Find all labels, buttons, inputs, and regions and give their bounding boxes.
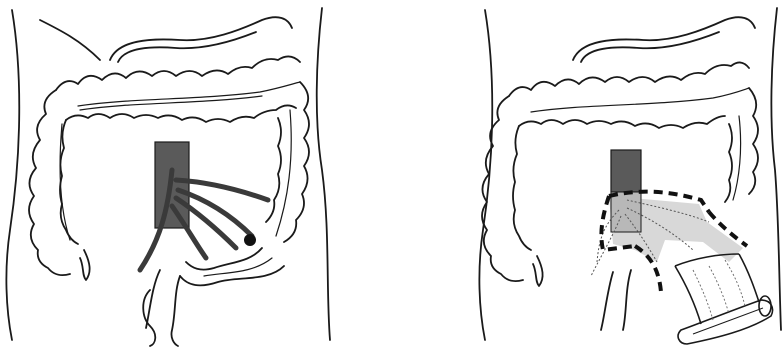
rectum-outline — [171, 276, 180, 346]
right-diagram-svg — [403, 0, 783, 347]
specimen-funnel-left — [675, 266, 701, 324]
specimen-vessel-2 — [709, 266, 729, 314]
transverse-colon-upper-r — [509, 62, 749, 96]
body-outline-right — [317, 8, 330, 340]
specimen-vessels — [693, 260, 745, 320]
stomach-inner-r — [581, 32, 719, 62]
liver-edge — [40, 20, 100, 60]
specimen-end-right — [759, 296, 771, 316]
stomach-contour — [110, 17, 292, 60]
appendix-r — [533, 256, 543, 286]
stomach-inner — [118, 32, 256, 62]
left-diagram-svg — [0, 0, 380, 347]
aorta-block-r — [611, 150, 641, 192]
body-outline-left — [6, 10, 19, 340]
small-bowel-loop — [143, 290, 155, 346]
body-outline-right-r — [771, 8, 781, 330]
descending-colon-outer-r — [749, 88, 758, 194]
appendix — [80, 250, 90, 280]
stomach-contour-r — [573, 17, 755, 60]
ascending-colon-outer — [29, 90, 70, 275]
aorta-block-r-lower — [611, 192, 641, 232]
descending-colon-inner-r — [725, 124, 732, 202]
vessel-ligation-dot — [244, 234, 256, 246]
descending-taenia-r — [733, 116, 741, 200]
transverse-colon-upper — [56, 56, 300, 90]
panel-right-colon-resection — [403, 0, 783, 347]
descending-colon-inner — [266, 118, 281, 222]
sigmoid-colon-inner — [186, 248, 262, 270]
body-outline-left-r — [479, 10, 492, 340]
rectum-outline-r — [623, 270, 631, 330]
panel-left-colon-vessels — [0, 0, 380, 347]
ascending-colon-inner-r — [513, 126, 531, 250]
specimen-funnel-right — [739, 254, 759, 302]
rectum-inner-r — [601, 272, 613, 330]
specimen-vessel-3 — [725, 260, 745, 306]
transverse-colon-lower-r — [519, 116, 725, 128]
specimen-vessel-1 — [693, 270, 713, 320]
ascending-colon-inner — [60, 120, 78, 244]
transverse-colon-taenia-r — [531, 88, 749, 112]
rectum-inner — [146, 270, 160, 328]
